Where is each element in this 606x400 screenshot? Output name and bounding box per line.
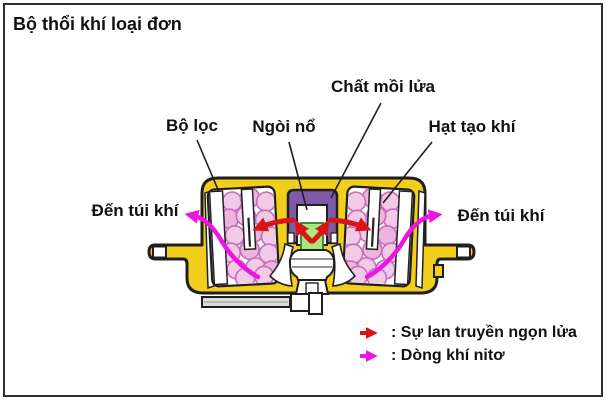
- wall-liner-right: [415, 189, 426, 290]
- label-primer: Chất mồi lửa: [331, 77, 435, 96]
- label-to-airbag-right: Đến túi khí: [457, 206, 545, 225]
- label-detonator: Ngòi nổ: [252, 117, 316, 136]
- label-to-airbag-left: Đến túi khí: [91, 201, 179, 220]
- primer-notch-right: [330, 232, 338, 244]
- flame-arrows: [252, 217, 372, 244]
- leader-gas-generant: [382, 141, 433, 204]
- leader-lines: [196, 102, 433, 211]
- chamber-left: [206, 185, 281, 288]
- leader-primer: [330, 102, 382, 199]
- squib-body-ribs: [291, 258, 333, 268]
- legend-item-flame: : Sự lan truyền ngọn lửa: [358, 324, 577, 342]
- housing-side-nub: [433, 264, 444, 278]
- label-filter: Bộ lọc: [166, 116, 218, 135]
- legend-item-nitrogen: : Dòng khí nitơ: [358, 347, 577, 365]
- primer-notch-left: [287, 232, 295, 244]
- flame-arrow-up-left: [294, 219, 314, 244]
- flame-arrow-up-right: [310, 219, 330, 244]
- divider-slit-left: [247, 217, 252, 247]
- leader-detonator: [288, 141, 308, 211]
- mount-tab-left: [152, 245, 167, 259]
- nitrogen-arrow-left: [184, 209, 261, 280]
- figure-title: Bộ thổi khí loại đơn: [13, 14, 182, 34]
- flame-legend-arrow-icon: [360, 327, 378, 339]
- legend-label-flame: : Sự lan truyền ngọn lửa: [391, 324, 577, 341]
- nitrogen-arrows: [184, 209, 443, 280]
- squib-body: [288, 249, 336, 281]
- flame-arrow-left: [252, 217, 296, 232]
- label-gas-generant: Hạt tạo khí: [428, 117, 516, 136]
- nitrogen-arrow-right: [364, 209, 443, 280]
- connector-plug: [308, 292, 323, 315]
- legend: : Sự lan truyền ngọn lửa : Dòng khí nitơ: [358, 324, 577, 365]
- nitrogen-legend-arrow-icon: [360, 350, 378, 362]
- mount-tab-right: [456, 245, 471, 259]
- divider-slit-right: [370, 217, 375, 247]
- flame-arrow-right: [328, 217, 372, 232]
- legend-label-nitrogen: : Dòng khí nitơ: [391, 347, 505, 364]
- leader-filter: [196, 139, 220, 193]
